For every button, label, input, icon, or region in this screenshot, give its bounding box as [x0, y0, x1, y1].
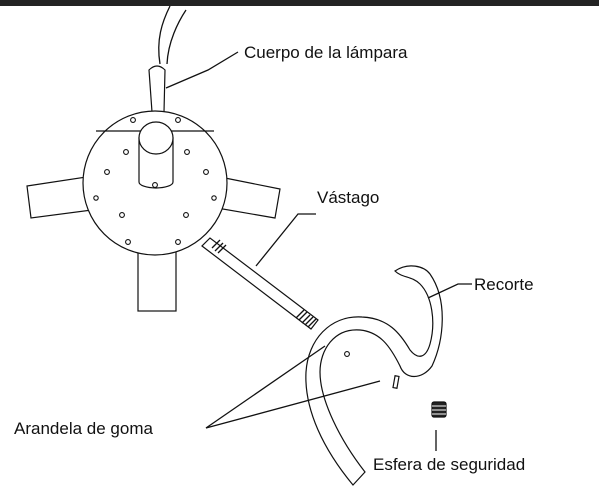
hole	[152, 182, 158, 188]
hole	[104, 169, 110, 175]
rod-shaft	[201, 237, 319, 330]
socket-top	[138, 121, 174, 155]
bottom-panel	[137, 249, 177, 312]
label-rod: Vástago	[317, 188, 379, 207]
cutout-strip	[305, 265, 443, 486]
label-washer: Arandela de goma	[14, 419, 153, 438]
strip-front	[305, 265, 443, 486]
hole	[130, 117, 136, 123]
hole	[175, 239, 181, 245]
lamp-body	[26, 5, 281, 312]
leader-lamp-body	[165, 51, 239, 89]
leader-cutout	[427, 283, 472, 299]
hole	[183, 212, 189, 218]
leader-washer-2	[205, 380, 381, 429]
label-safety-ball: Esfera de seguridad	[373, 455, 525, 474]
label-cutout: Recorte	[474, 275, 534, 294]
hole	[123, 149, 129, 155]
hole	[203, 169, 209, 175]
leader-washer-1	[205, 345, 326, 429]
left-panel	[26, 176, 93, 219]
safety-ball	[431, 401, 447, 418]
cable-neck	[148, 65, 166, 113]
hole	[93, 195, 99, 201]
hole	[125, 239, 131, 245]
strip-hole	[344, 351, 350, 357]
label-lamp-body: Cuerpo de la lámpara	[244, 43, 408, 62]
hole	[119, 212, 125, 218]
rod	[201, 237, 319, 330]
top-border-bar	[0, 0, 599, 6]
strip-clip	[392, 375, 400, 389]
hole	[184, 149, 190, 155]
hole	[211, 195, 217, 201]
leader-rod	[255, 213, 316, 267]
power-cable	[158, 5, 171, 65]
hole	[175, 117, 181, 123]
power-cable-2	[166, 9, 187, 65]
